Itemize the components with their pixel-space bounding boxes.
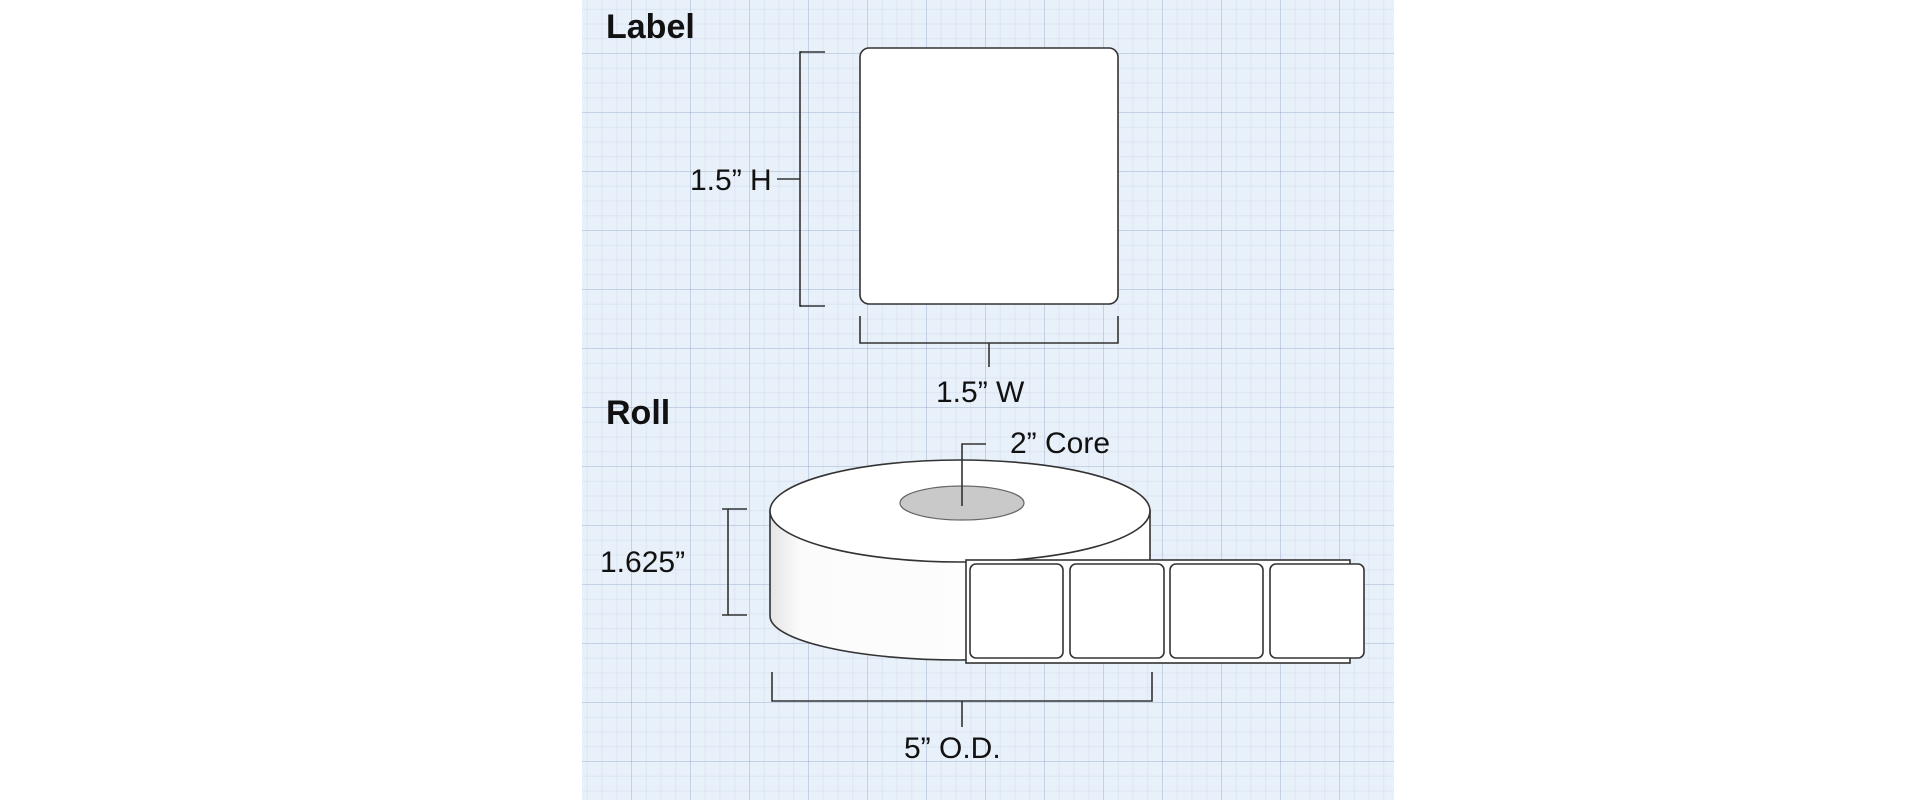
roll-height-bracket-ticks [728, 508, 747, 616]
label-roll-diagram: Label 1.5” H 1.5” W Roll 2” Core 1.625” … [600, 8, 1365, 765]
core-callout-line [961, 443, 986, 506]
diagram-canvas: Label 1.5” H 1.5” W Roll 2” Core 1.625” … [582, 0, 1394, 800]
label-width-text: 1.5” W [936, 376, 1025, 409]
strip-label-4 [1269, 563, 1365, 659]
strip-label-1 [969, 563, 1064, 659]
label-height-bracket [799, 51, 802, 307]
roll-heading: Roll [606, 394, 670, 432]
label-heading: Label [606, 8, 695, 46]
roll-height-text: 1.625” [600, 546, 685, 579]
label-height-text: 1.5” H [690, 164, 772, 197]
od-bracket [771, 672, 1153, 702]
label-height-bracket-ticks [777, 51, 825, 307]
core-text: 2” Core [1010, 427, 1110, 460]
strip-label-2 [1069, 563, 1165, 659]
label-square [859, 47, 1119, 305]
strip-label-3 [1169, 563, 1264, 659]
roll-height-bracket [722, 508, 729, 616]
od-text: 5” O.D. [904, 732, 1001, 765]
label-width-bracket [859, 316, 1119, 344]
